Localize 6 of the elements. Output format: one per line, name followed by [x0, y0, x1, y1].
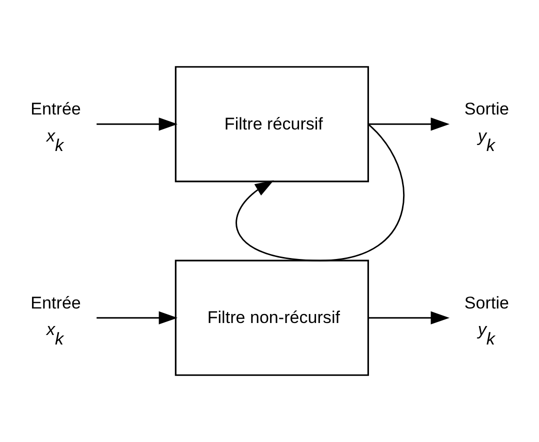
arrow	[96, 118, 178, 131]
node-box: Filtre récursif	[174, 66, 369, 182]
arrow	[96, 311, 178, 324]
node-box: Filtre non-récursif	[174, 260, 369, 376]
arrow	[368, 311, 450, 324]
arrow	[368, 118, 450, 131]
